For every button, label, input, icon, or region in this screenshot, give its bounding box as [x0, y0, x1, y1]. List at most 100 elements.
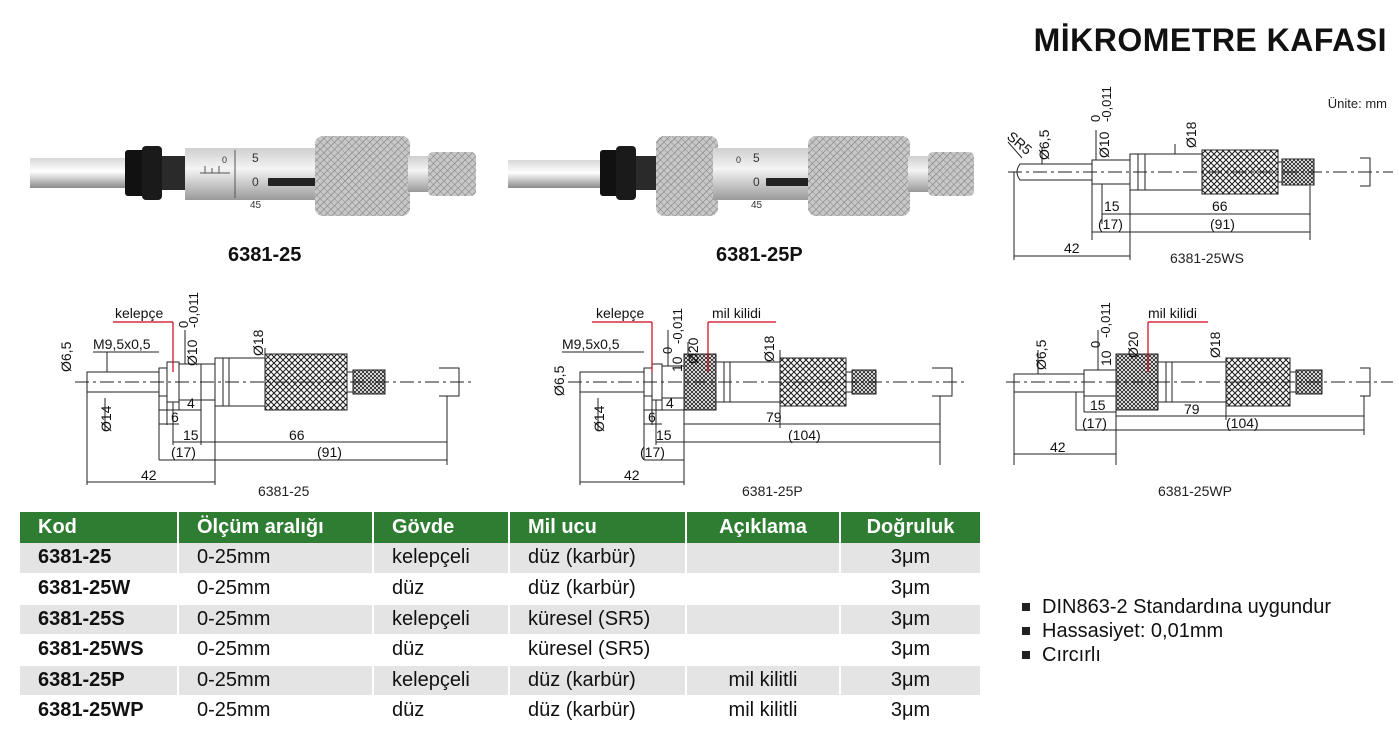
dim-l79: 79 [1184, 401, 1200, 417]
feature-item: DIN863-2 Standardına uygundur [1022, 595, 1331, 619]
dim-d1: Ø6,5 [551, 365, 567, 396]
dim-l79: 79 [766, 409, 782, 425]
dim-l42: 42 [141, 467, 157, 483]
col-header-spindle-tip: Mil ucu [509, 512, 687, 543]
cell-accuracy: 3μm [840, 634, 980, 666]
table-row: 6381-25WS 0-25mm düz küresel (SR5) 3μm [20, 634, 980, 666]
dim-d3: Ø18 [1183, 121, 1199, 148]
svg-text:0: 0 [753, 175, 760, 189]
cell-accuracy: 3μm [840, 543, 980, 575]
dim-d2: Ø10 [184, 339, 200, 366]
dim-4mm: 4 [666, 395, 674, 411]
col-header-body: Gövde [373, 512, 510, 543]
cell-accuracy: 3μm [840, 665, 980, 697]
dim-l1: 15 [183, 427, 199, 443]
dim-l1: 15 [1090, 397, 1106, 413]
svg-text:45: 45 [751, 200, 763, 211]
drawing-caption-6381-25: 6381-25 [258, 483, 310, 499]
cell-range: 0-25mm [178, 665, 374, 697]
dim-l3: (17) [1098, 216, 1123, 232]
dim-l3: (17) [640, 444, 665, 460]
label-thread: M9,5x0,5 [93, 336, 151, 352]
cell-description [686, 543, 841, 575]
svg-text:5: 5 [252, 151, 259, 165]
cell-body: kelepçeli [373, 543, 510, 575]
dim-tol: 0 [1088, 115, 1103, 122]
dim-d2: Ø10 [1096, 131, 1112, 158]
dim-sr: SR5 [1004, 128, 1035, 158]
feature-list: DIN863-2 Standardına uygundur Hassasiyet… [1022, 595, 1331, 667]
drawing-caption-6381-25WP: 6381-25WP [1158, 483, 1232, 499]
cell-code: 6381-25W [20, 573, 179, 605]
dim-l104: (104) [788, 427, 821, 443]
cell-description [686, 573, 841, 605]
dim-tol: 0 [660, 347, 675, 354]
table-row: 6381-25W 0-25mm düz düz (karbür) 3μm [20, 573, 980, 605]
unit-note: Ünite: mm [1327, 96, 1387, 111]
dim-l2: 66 [289, 427, 305, 443]
cell-code: 6381-25WS [20, 634, 179, 666]
cell-range: 0-25mm [178, 573, 374, 605]
feature-text: Cırcırlı [1042, 644, 1101, 666]
dim-tol2: -0,011 [670, 308, 685, 344]
bullet-icon [1022, 627, 1030, 635]
feature-text: Hassasiyet: 0,01mm [1042, 620, 1224, 642]
dim-d1: Ø6,5 [1033, 339, 1049, 370]
dim-tol: 0 [176, 321, 191, 328]
dim-l3: (17) [171, 444, 196, 460]
cell-spindle-tip: düz (karbür) [509, 695, 687, 727]
cell-body: kelepçeli [373, 604, 510, 636]
cell-spindle-tip: küresel (SR5) [509, 604, 687, 636]
cell-body: düz [373, 695, 510, 727]
technical-drawing-6381-25WP: mil kilidi Ø6,5 10 0 -0,011 Ø20 Ø18 15 7… [998, 300, 1393, 470]
cell-body: kelepçeli [373, 665, 510, 697]
feature-text: DIN863-2 Standardına uygundur [1042, 596, 1332, 618]
col-header-code: Kod [20, 512, 179, 543]
photo-caption-6381-25: 6381-25 [228, 244, 302, 266]
cell-body: düz [373, 634, 510, 666]
cell-description [686, 634, 841, 666]
dim-l5: 42 [1064, 240, 1080, 256]
label-lock: mil kilidi [712, 305, 761, 321]
dim-d4: Ø18 [1207, 331, 1223, 358]
dim-l1: 15 [656, 427, 672, 443]
cell-code: 6381-25S [20, 604, 179, 636]
dim-4mm: 4 [187, 395, 195, 411]
product-photo-6381-25: 0 5 0 45 [30, 128, 490, 228]
dim-d2: 10 [1098, 350, 1114, 366]
cell-body: düz [373, 573, 510, 605]
label-thread: M9,5x0,5 [562, 336, 620, 352]
cell-code: 6381-25 [20, 543, 179, 575]
cell-code: 6381-25P [20, 665, 179, 697]
technical-drawing-6381-25WS: SR5 Ø6,5 Ø10 0 -0,011 Ø18 15 66 (17) (91… [998, 86, 1393, 260]
dim-d5: Ø14 [591, 405, 607, 432]
cell-description [686, 604, 841, 636]
cell-accuracy: 3μm [840, 695, 980, 727]
dim-l42: 42 [1050, 439, 1066, 455]
col-header-range: Ölçüm aralığı [178, 512, 374, 543]
dim-l3: (17) [1082, 415, 1107, 431]
dim-6mm: 6 [171, 409, 179, 425]
cell-description: mil kilitli [686, 695, 841, 727]
table-row: 6381-25S 0-25mm kelepçeli küresel (SR5) … [20, 604, 980, 636]
dim-d1: Ø6,5 [1036, 129, 1052, 160]
dim-l104: (104) [1226, 415, 1259, 431]
cell-range: 0-25mm [178, 604, 374, 636]
cell-range: 0-25mm [178, 695, 374, 727]
product-photo-6381-25P: 0 5 0 45 [508, 128, 978, 228]
cell-code: 6381-25WP [20, 695, 179, 727]
cell-spindle-tip: küresel (SR5) [509, 634, 687, 666]
dim-tol2: -0,011 [186, 292, 201, 328]
cell-accuracy: 3μm [840, 604, 980, 636]
table-row: 6381-25P 0-25mm kelepçeli düz (karbür) m… [20, 665, 980, 697]
dim-l1: 15 [1104, 198, 1120, 214]
dim-d4: Ø14 [98, 405, 114, 432]
col-header-accuracy: Doğruluk [840, 512, 980, 543]
dim-tol2: -0,011 [1099, 86, 1114, 122]
dim-l5: (91) [317, 444, 342, 460]
dim-d3: 10 [669, 356, 685, 372]
cell-range: 0-25mm [178, 543, 374, 575]
drawing-caption-6381-25WS: 6381-25WS [1170, 250, 1244, 266]
cell-spindle-tip: düz (karbür) [509, 573, 687, 605]
feature-item: Cırcırlı [1022, 643, 1331, 667]
